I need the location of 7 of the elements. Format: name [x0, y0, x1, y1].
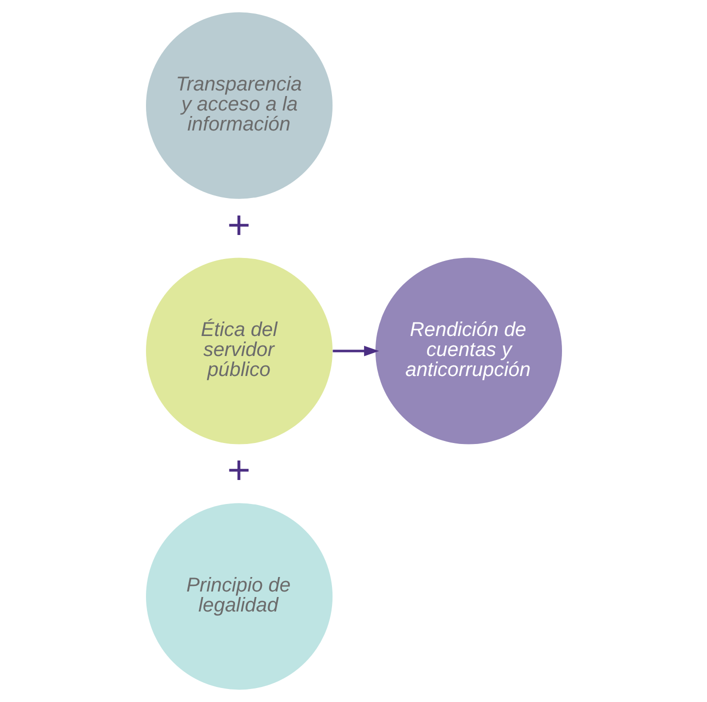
node-circle: Principio de legalidad	[146, 503, 332, 690]
label: +	[226, 203, 250, 248]
label: +	[226, 448, 250, 493]
node-circle: Ética del servidor público	[146, 258, 332, 444]
arrow	[332, 346, 379, 356]
node-circle: Rendición de cuentas y anticorrupción	[374, 258, 562, 444]
node-circle: Transparencia y acceso a la información	[146, 12, 332, 199]
